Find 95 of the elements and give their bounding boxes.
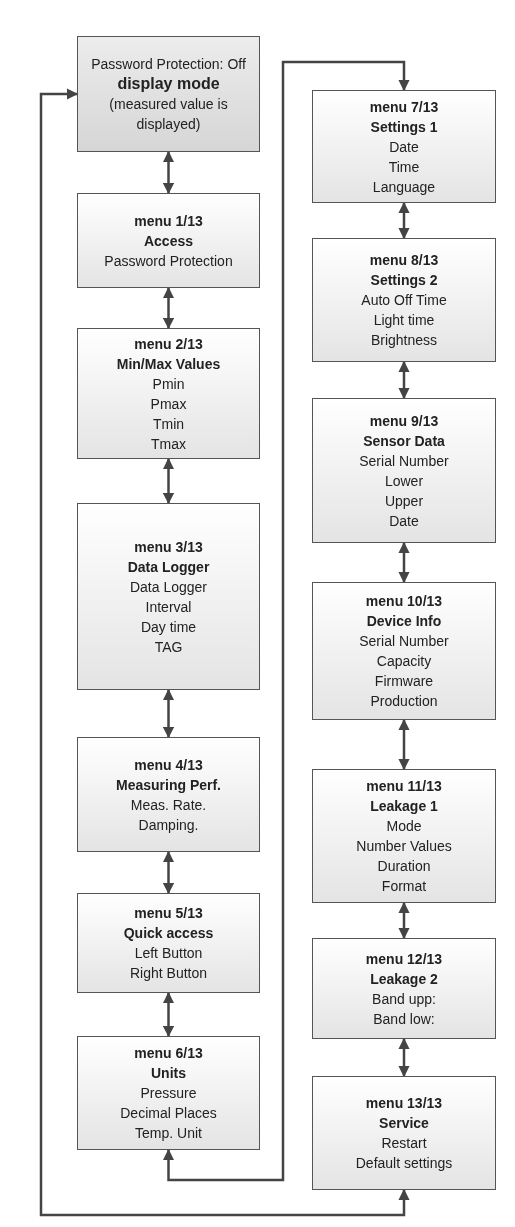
double-arrow: [398, 541, 410, 584]
menu-item: Pmax: [149, 394, 188, 414]
menu-item: Band upp:: [371, 989, 437, 1009]
display-mode-box: [77, 36, 260, 152]
menu-heading: menu 1/13: [133, 211, 204, 231]
menu-item: Day time: [139, 617, 198, 637]
menu-box: [77, 503, 260, 690]
menu-item: Password Protection: Off: [90, 55, 247, 74]
menu-item: Lower: [383, 471, 425, 491]
menu-item: Date: [388, 137, 420, 157]
menu-title: display mode: [116, 74, 221, 94]
menu-item: Serial Number: [358, 632, 450, 651]
menu-item: Restart: [380, 1134, 428, 1153]
menu-item: Upper: [383, 491, 425, 511]
menu-box: [77, 737, 260, 852]
menu-item: Default settings: [354, 1154, 454, 1173]
menu-box: [312, 1076, 496, 1190]
menu-title: Service: [378, 1114, 430, 1133]
menu-item: Meas. Rate.: [129, 795, 208, 815]
menu-box: [312, 238, 496, 362]
menu-item: Format: [380, 877, 428, 896]
menu-item: Pressure: [139, 1084, 198, 1103]
menu-box: [77, 193, 260, 288]
menu-heading: menu 6/13: [133, 1044, 204, 1063]
double-arrow: [162, 457, 175, 505]
menu-item: Date: [388, 511, 420, 531]
double-arrow: [398, 901, 410, 940]
menu-heading: menu 4/13: [133, 755, 204, 775]
menu-title: Data Logger: [126, 557, 211, 577]
menu-heading: menu 8/13: [368, 251, 440, 270]
menu-item: Auto Off Time: [360, 291, 448, 310]
menu-item: Number Values: [355, 837, 453, 856]
menu-item: Pmin: [151, 374, 186, 394]
menu-heading: menu 13/13: [364, 1094, 444, 1113]
menu-item: Decimal Places: [119, 1104, 218, 1123]
menu-item: Serial Number: [358, 451, 450, 471]
menu-box: [312, 938, 496, 1039]
menu-title: Leakage 1: [369, 797, 439, 816]
menu-heading: menu 10/13: [364, 592, 444, 611]
menu-heading: menu 5/13: [133, 904, 204, 923]
double-arrow: [162, 286, 175, 330]
menu-item: Left Button: [133, 944, 204, 963]
connector-arrow: [162, 60, 410, 1182]
menu-item: Password Protection: [103, 251, 234, 271]
menu-box: [312, 582, 496, 720]
menu-item: Tmax: [150, 434, 187, 454]
menu-box: [312, 398, 496, 543]
double-arrow: [398, 1037, 410, 1078]
menu-title: Access: [142, 231, 194, 251]
menu-item: Damping.: [137, 815, 200, 835]
double-arrow: [398, 201, 410, 240]
menu-item: Duration: [376, 857, 432, 876]
connector-arrow: [39, 88, 410, 1217]
menu-box: [312, 90, 496, 203]
menu-heading: menu 2/13: [133, 334, 204, 354]
double-arrow: [162, 688, 175, 739]
menu-item: Time: [387, 157, 421, 177]
menu-item: Brightness: [369, 331, 439, 350]
menu-item: Language: [371, 177, 437, 197]
menu-box: [77, 328, 260, 459]
double-arrow: [162, 150, 175, 195]
menu-title: Units: [150, 1064, 187, 1083]
menu-heading: menu 3/13: [133, 537, 204, 557]
menu-item: Light time: [372, 311, 436, 330]
menu-box: [77, 1036, 260, 1150]
double-arrow: [162, 991, 175, 1038]
double-arrow: [162, 850, 175, 895]
menu-heading: menu 11/13: [365, 777, 443, 796]
menu-item: Right Button: [128, 964, 209, 983]
menu-title: Quick access: [122, 924, 215, 943]
menu-title: Measuring Perf.: [115, 775, 222, 795]
menu-box: [312, 769, 496, 903]
menu-item: Data Logger: [128, 577, 209, 597]
menu-heading: menu 12/13: [364, 949, 444, 969]
menu-heading: menu 9/13: [368, 411, 440, 431]
menu-item: Firmware: [373, 672, 435, 691]
double-arrow: [398, 718, 410, 771]
double-arrow: [398, 360, 410, 400]
menu-item: Interval: [144, 597, 193, 617]
menu-title: Settings 1: [369, 117, 439, 137]
menu-item: Capacity: [375, 652, 433, 671]
menu-item: Mode: [385, 817, 423, 836]
menu-title: Leakage 2: [369, 969, 439, 989]
menu-box: [77, 893, 260, 993]
menu-title: Settings 2: [369, 271, 439, 290]
menu-title: Min/Max Values: [115, 354, 222, 374]
menu-item: Band low:: [372, 1009, 436, 1029]
menu-item: Temp. Unit: [134, 1124, 203, 1143]
menu-item: Production: [369, 692, 439, 711]
menu-item: Tmin: [151, 414, 186, 434]
menu-title: Sensor Data: [362, 431, 446, 451]
menu-item: (measured value is displayed): [108, 95, 229, 134]
menu-title: Device Info: [365, 612, 443, 631]
menu-item: TAG: [153, 637, 184, 657]
menu-heading: menu 7/13: [368, 97, 440, 117]
